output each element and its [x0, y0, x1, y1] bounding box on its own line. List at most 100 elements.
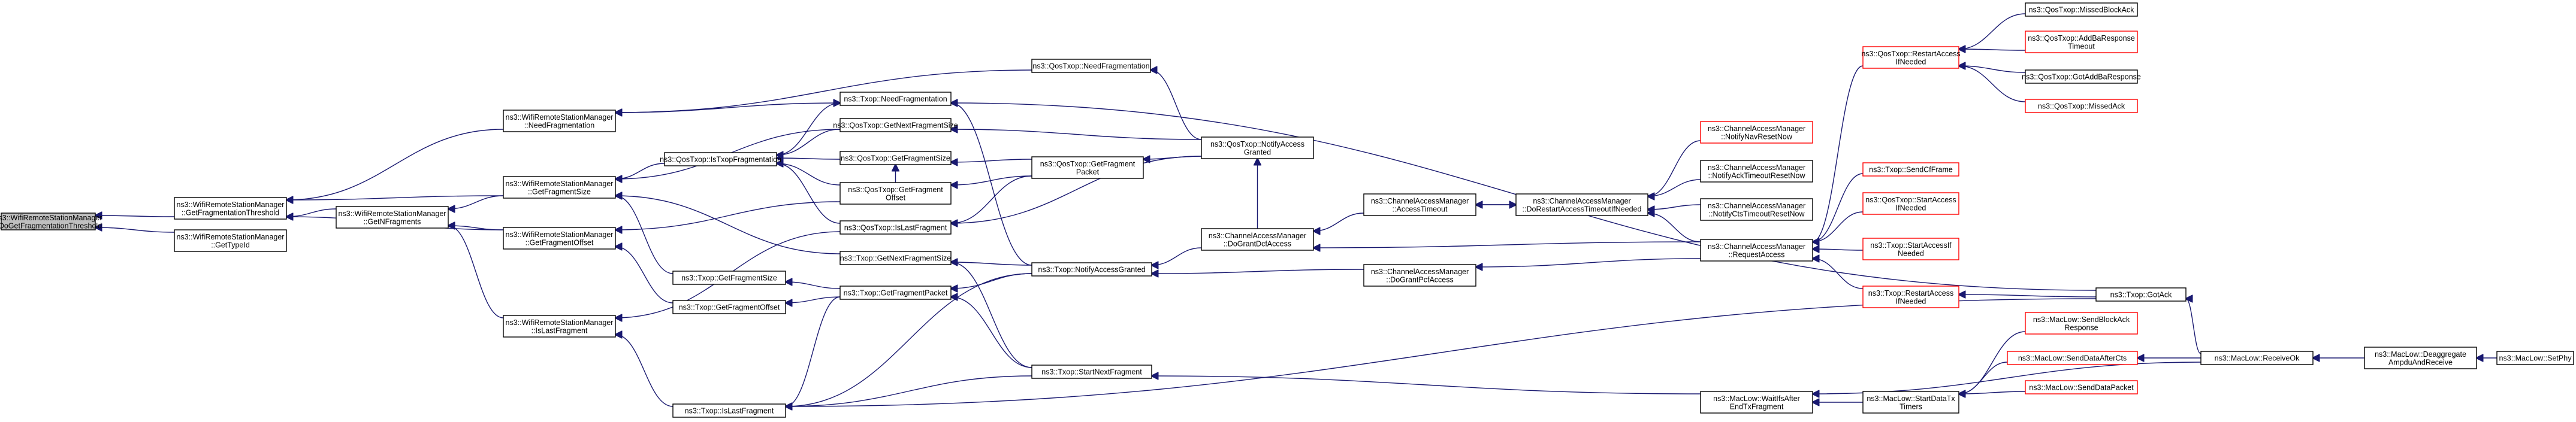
node-txop-need-frag[interactable]: ns3::Txop::NeedFragmentation [839, 92, 952, 106]
node-label: ns3::QosTxop::StartAccess [1865, 196, 1956, 204]
node-cam-notify-ack[interactable]: ns3::ChannelAccessManager::NotifyAckTime… [1700, 160, 1813, 183]
node-get-frag-threshold[interactable]: ns3::WifiRemoteStationManager::GetFragme… [174, 197, 287, 220]
node-txop-got-ack[interactable]: ns3::Txop::GotAck [2095, 287, 2187, 302]
node-box [1031, 59, 1151, 73]
node-box [1862, 238, 1959, 260]
node-cam-do-grant-pcf[interactable]: ns3::ChannelAccessManager::DoGrantPcfAcc… [1363, 264, 1476, 287]
node-qos-missed-block-ack[interactable]: ns3::QosTxop::MissedBlockAck [2025, 2, 2138, 17]
node-cam-do-grant-dcf[interactable]: ns3::ChannelAccessManager::DoGrantDcfAcc… [1201, 228, 1314, 251]
node-root[interactable]: ns3::WifiRemoteStationManager::DoGetFrag… [0, 212, 102, 230]
node-qos-missed-ack[interactable]: ns3::QosTxop::MissedAck [2025, 99, 2138, 113]
edge-txop-get-frag-size-to-get-frag-size [615, 196, 674, 274]
edge-qos-got-add-ba-response-to-qos-restart-access [1959, 66, 2026, 73]
edge-get-frag-threshold-to-root [95, 215, 175, 217]
node-box [174, 197, 287, 220]
node-cam-request-access[interactable]: ns3::ChannelAccessManager::RequestAccess [1700, 239, 1813, 262]
node-label: Timers [1899, 402, 1922, 411]
node-box [1862, 162, 1959, 177]
node-box [1201, 136, 1314, 159]
node-label: ns3::MacLow::Deaggregate [2375, 350, 2466, 359]
node-txop-get-frag-offset[interactable]: ns3::Txop::GetFragmentOffset [672, 300, 786, 314]
node-label: Packet [1076, 168, 1100, 176]
node-label: AmpduAndReceive [2388, 358, 2453, 366]
node-cam-notify-cts[interactable]: ns3::ChannelAccessManager::NotifyCtsTime… [1700, 198, 1813, 221]
node-txop-get-next-frag-size[interactable]: ns3::Txop::GetNextFragmentSize [839, 251, 952, 265]
node-label: ns3::QosTxop::GetNextFragmentSize [833, 122, 958, 130]
node-cam-notify-nav[interactable]: ns3::ChannelAccessManager::NotifyNavRese… [1700, 121, 1813, 144]
node-is-last-frag[interactable]: ns3::WifiRemoteStationManager::IsLastFra… [503, 315, 616, 338]
node-label: ns3::Txop::NotifyAccessGranted [1038, 266, 1145, 274]
edge-txop-notify-access-to-txop-get-frag-packet [951, 273, 1032, 289]
node-qos-get-frag-size[interactable]: ns3::QosTxop::GetFragmentSize [839, 151, 952, 165]
edge-qos-get-frag-offset-to-qos-is-txop-frag [777, 163, 841, 186]
node-cam-access-timeout[interactable]: ns3::ChannelAccessManager::AccessTimeout [1363, 193, 1476, 216]
edge-txop-get-frag-packet-to-txop-get-frag-size [786, 282, 841, 289]
node-txop-get-frag-packet[interactable]: ns3::Txop::GetFragmentPacket [839, 286, 952, 300]
node-cam-do-restart[interactable]: ns3::ChannelAccessManager::DoRestartAcce… [1515, 193, 1648, 216]
node-qos-get-frag-offset[interactable]: ns3::QosTxop::GetFragmentOffset [839, 182, 952, 205]
node-label: ::IsLastFragment [531, 326, 588, 335]
node-qos-get-frag-packet[interactable]: ns3::QosTxop::GetFragmentPacket [1031, 156, 1144, 179]
node-get-frag-offset[interactable]: ns3::WifiRemoteStationManager::GetFragme… [503, 227, 616, 250]
node-qos-is-txop-frag[interactable]: ns3::QosTxop::IsTxopFragmentation [660, 152, 781, 166]
node-box [664, 152, 777, 166]
node-label: ns3::Txop::GetFragmentPacket [844, 289, 948, 297]
node-mac-set-phy[interactable]: ns3::MacLow::SetPhy [2496, 351, 2574, 365]
node-get-frag-size[interactable]: ns3::WifiRemoteStationManager::GetFragme… [503, 176, 616, 199]
node-label: ns3::QosTxop::MissedBlockAck [2029, 6, 2135, 14]
node-txop-send-cf-frame[interactable]: ns3::Txop::SendCfFrame [1862, 162, 1959, 177]
node-label: ns3::Txop::GotAck [2110, 291, 2173, 299]
edge-txop-got-ack-to-txop-restart-access [1959, 295, 2097, 297]
node-label: ns3::MacLow::SendBlockAck [2033, 315, 2130, 324]
edge-txop-get-next-frag-size-to-get-frag-size [615, 196, 841, 254]
node-label: ::AccessTimeout [1393, 205, 1448, 213]
node-label: ns3::WifiRemoteStationManager [0, 214, 102, 222]
node-mac-receive-ok[interactable]: ns3::MacLow::ReceiveOk [2200, 351, 2314, 365]
edge-qos-get-frag-packet-to-qos-get-frag-offset [951, 175, 1032, 185]
edge-qos-get-frag-packet-to-qos-get-frag-size [951, 159, 1032, 162]
node-label: ::NeedFragmentation [524, 121, 594, 129]
node-mac-send-data-packet[interactable]: ns3::MacLow::SendDataPacket [2025, 380, 2138, 394]
node-txop-notify-access[interactable]: ns3::Txop::NotifyAccessGranted [1031, 262, 1152, 277]
edge-qos-missed-ack-to-qos-restart-access [1959, 66, 2026, 102]
node-qos-got-add-ba-response[interactable]: ns3::QosTxop::GotAddBaResponse [2022, 69, 2141, 84]
node-label: ns3::Txop::GetFragmentSize [681, 274, 777, 283]
node-box [1700, 160, 1813, 183]
node-qos-is-last-frag[interactable]: ns3::QosTxop::IsLastFragment [839, 220, 952, 235]
node-qos-need-frag[interactable]: ns3::QosTxop::NeedFragmentation [1031, 59, 1151, 73]
edge-qos-add-ba-response-timeout-to-qos-restart-access [1959, 49, 2026, 50]
edge-txop-get-frag-packet-to-txop-is-last-frag [786, 296, 841, 406]
node-txop-is-last-frag[interactable]: ns3::Txop::IsLastFragment [672, 403, 786, 418]
node-label: Granted [1244, 148, 1271, 156]
edge-cam-request-access-to-cam-do-grant-dcf [1313, 241, 1701, 248]
node-get-nfrags[interactable]: ns3::WifiRemoteStationManager::GetNFragm… [336, 206, 449, 229]
node-box [672, 300, 786, 314]
node-box [2025, 2, 2138, 17]
node-need-frag[interactable]: ns3::WifiRemoteStationManager::NeedFragm… [503, 110, 616, 132]
node-box [2200, 351, 2314, 365]
edge-txop-is-last-frag-to-is-last-frag [615, 335, 674, 407]
node-get-type-id[interactable]: ns3::WifiRemoteStationManager::GetTypeId [174, 229, 287, 252]
node-qos-get-next-frag-size[interactable]: ns3::QosTxop::GetNextFragmentSize [833, 118, 958, 132]
node-qos-notify-access[interactable]: ns3::QosTxop::NotifyAccessGranted [1201, 136, 1314, 159]
node-box [2095, 287, 2187, 302]
node-mac-send-data-after-cts[interactable]: ns3::MacLow::SendDataAfterCts [2007, 351, 2138, 365]
node-label: ::GetFragmentationThreshold [182, 208, 279, 217]
node-txop-get-frag-size[interactable]: ns3::Txop::GetFragmentSize [672, 271, 786, 285]
node-box [672, 271, 786, 285]
edge-mac-receive-ok-to-mac-wait-ifs [1813, 362, 2201, 394]
edge-txop-restart-access-to-cam-request-access [1813, 259, 1864, 289]
node-label: ns3::MacLow::ReceiveOk [2215, 354, 2300, 363]
node-txop-start-next-frag[interactable]: ns3::Txop::StartNextFragment [1031, 365, 1152, 379]
edge-txop-send-cf-frame-to-cam-request-access [1813, 173, 1864, 242]
